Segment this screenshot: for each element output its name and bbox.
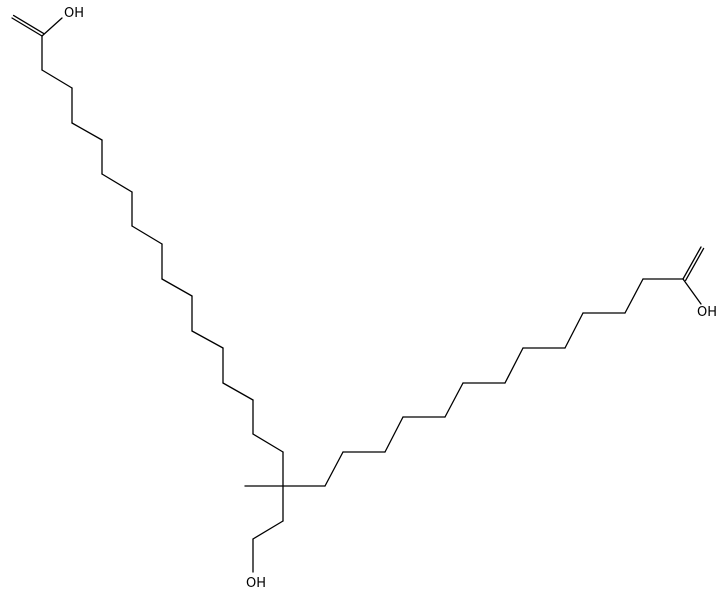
right-c-oh — [682, 278, 702, 305]
left-carbonyl-b — [12, 14, 45, 35]
atom-labels: OH OH OH — [64, 6, 717, 591]
left-chain-bond-15 — [41, 69, 73, 89]
left-chain-bond-5 — [191, 330, 224, 349]
left-chain-bond-1 — [252, 433, 284, 453]
left-chain-bond-3 — [222, 382, 254, 401]
right-chain-bond-5 — [444, 382, 464, 418]
left-carbonyl-a — [11, 17, 43, 37]
right-carbonyl-b — [684, 247, 705, 282]
left-chain-bond-13 — [71, 122, 103, 141]
right-carbonyl-a — [682, 246, 702, 280]
right-chain-bond-7 — [504, 347, 524, 384]
right-chain-bond-1 — [324, 451, 344, 487]
right-chain-bond-9 — [564, 312, 584, 349]
left-chain-bond-9 — [131, 225, 163, 245]
left-c-oh — [41, 17, 63, 37]
bonds — [11, 14, 705, 573]
right-chain-bond-3 — [384, 416, 404, 453]
hydroxyethyl-bond-1 — [252, 520, 284, 540]
atom-label-o3: OH — [246, 576, 266, 591]
atom-label-o2: OH — [697, 305, 717, 320]
right-chain-bond-11 — [624, 278, 644, 314]
left-chain-bond-7 — [161, 278, 193, 297]
left-chain-bond-11 — [101, 173, 133, 193]
atom-label-o1: OH — [64, 6, 84, 21]
